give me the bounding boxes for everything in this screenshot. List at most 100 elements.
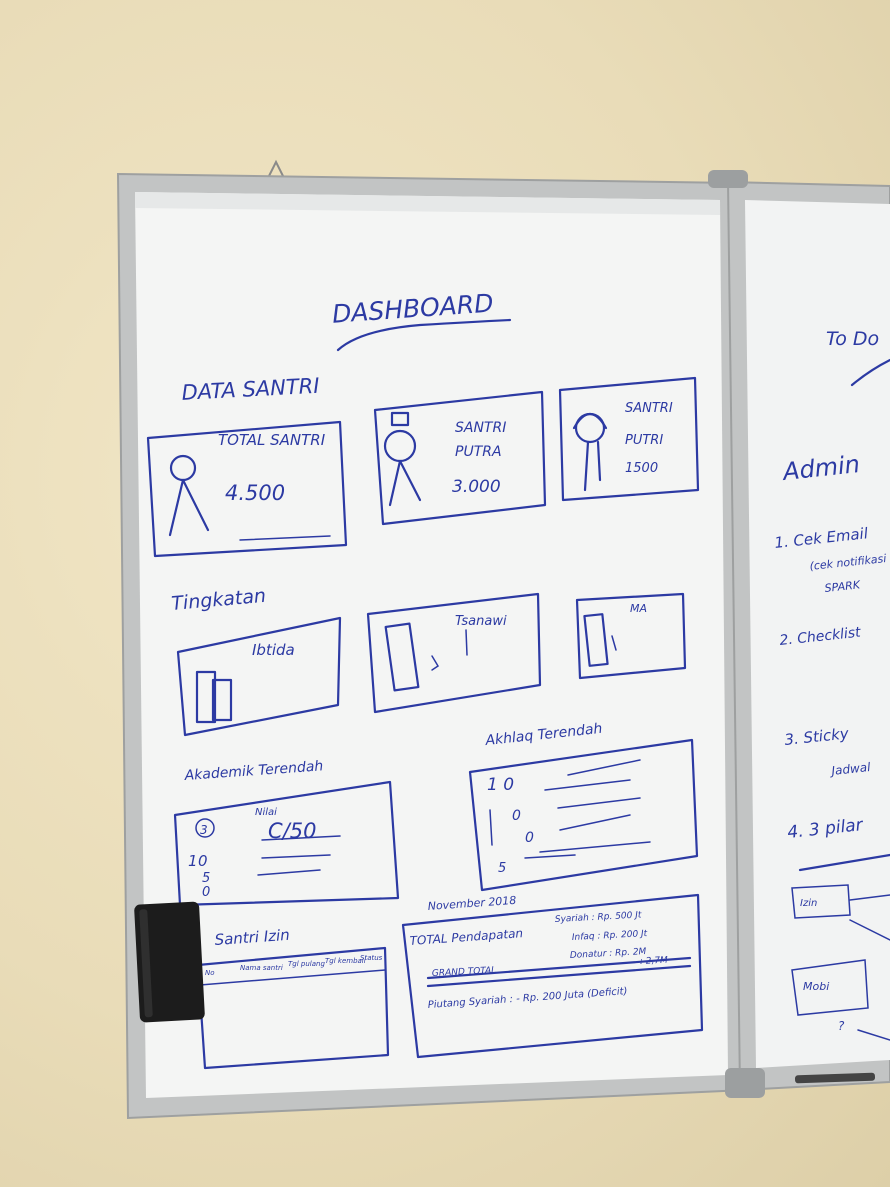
finance-period: November 2018 <box>427 894 516 913</box>
finance-grand-total-value: : 2,7M <box>640 956 669 967</box>
mobi-box-label: Mobi <box>803 980 829 993</box>
finance-card-border <box>401 893 704 1059</box>
akademik-card-border <box>173 780 400 907</box>
izin-box-label: Izin <box>800 898 817 909</box>
ma-door <box>611 635 617 651</box>
santri-izin-table: No Nama santri Tgl pulang Tgl kembali St… <box>196 946 390 1070</box>
santri-putri-card: SANTRI PUTRI 1500 <box>558 376 700 502</box>
marker-pen <box>794 1072 876 1084</box>
finance-divider-1 <box>426 956 692 980</box>
tingkatan-ibtida-card: Ibtida <box>176 616 342 737</box>
akhlaq-rank-1: 1 0 <box>487 775 514 795</box>
board-shadow <box>135 192 720 215</box>
top-hinge <box>708 170 748 188</box>
putra-value: 3.000 <box>452 477 501 497</box>
todo-title: To Do <box>826 328 879 350</box>
finance-divider-2 <box>426 964 692 988</box>
akademik-rank-1: 1 <box>188 852 198 870</box>
akhlaq-line-4 <box>559 814 631 831</box>
izin-box-arrow <box>849 894 890 941</box>
total-santri-value: 4.500 <box>225 481 285 505</box>
akhlaq-rank-4: 5 <box>498 861 506 876</box>
tsanawi-building-icon <box>384 622 420 692</box>
akademik-card: 3 Nilai C/50 1 0 5 0 <box>173 780 400 907</box>
izin-col-kembali: Tgl kembali <box>325 957 366 965</box>
putri-label-2: PUTRI <box>625 433 663 448</box>
putri-icon-body <box>583 440 602 492</box>
total-card-line <box>239 535 331 541</box>
tsanawi-mark <box>465 629 468 656</box>
tingkatan-ma: MA <box>630 602 647 615</box>
izin-col-nama: Nama santri <box>240 964 283 972</box>
akhlaq-line-3 <box>557 797 641 809</box>
izin-col-no: No <box>205 969 215 977</box>
todo-underline <box>850 358 890 387</box>
ibtida-building-icon <box>195 670 217 724</box>
mobi-box: Mobi ? <box>791 959 890 1041</box>
izin-col-status: Status <box>360 954 383 962</box>
title-underline <box>336 318 512 352</box>
akademik-rank-4: 0 <box>202 885 210 900</box>
wall-hook <box>267 159 285 179</box>
akhlaq-card: 1 0 0 0 5 <box>468 738 699 892</box>
tsanawi-door <box>431 655 440 671</box>
right-whiteboard <box>726 180 890 1092</box>
ibtida-building-icon-2 <box>211 678 233 722</box>
ma-card-border <box>575 592 687 680</box>
putri-card-border <box>558 376 700 502</box>
akademik-rank: 3 <box>200 823 208 837</box>
tingkatan-ma-card: MA <box>575 592 687 680</box>
putri-value: 1500 <box>625 461 658 476</box>
akhlaq-rank-2: 0 <box>512 808 521 824</box>
putra-label-1: SANTRI <box>455 420 506 436</box>
bottom-hinge <box>725 1068 765 1098</box>
putra-label-2: PUTRA <box>455 444 502 460</box>
akademik-rank-2: 0 <box>198 852 208 870</box>
putri-label-1: SANTRI <box>625 401 673 416</box>
putra-icon-body <box>388 459 422 507</box>
eraser-highlight <box>139 909 153 1018</box>
right-board-surface <box>745 200 890 1068</box>
tingkatan-ibtida: Ibtida <box>252 641 295 659</box>
todo-item-3-note: Jadwal <box>829 760 872 778</box>
akademik-score-label: Nilai <box>255 807 277 818</box>
eraser-body <box>134 901 205 1023</box>
tsanawi-card-border <box>366 592 542 714</box>
tingkatan-tsanawi-card: Tsanawi <box>366 592 542 714</box>
akhlaq-rank-bar <box>489 809 493 846</box>
izin-table-header-line <box>199 969 386 986</box>
person-icon-body <box>168 478 210 537</box>
mobi-box-border <box>791 959 869 1016</box>
akademik-rank-circle <box>195 818 215 838</box>
izin-box-border <box>791 884 851 919</box>
finance-line-2: Infaq : Rp. 200 Jt <box>572 929 648 943</box>
todo-item-1-note-2: SPARK <box>824 578 861 595</box>
akhlaq-card-border <box>468 738 699 892</box>
tingkatan-tsanawi: Tsanawi <box>455 614 507 629</box>
putra-card-border <box>373 390 547 526</box>
akademik-score-underline <box>261 835 341 841</box>
santri-putra-card: SANTRI PUTRA 3.000 <box>373 390 547 526</box>
akhlaq-line-2 <box>544 779 631 791</box>
akademik-line-2 <box>257 869 321 876</box>
total-card-border <box>146 420 348 558</box>
akhlaq-rank-3: 0 <box>525 830 534 846</box>
santri-izin-heading: Santri Izin <box>214 926 290 949</box>
total-santri-label: TOTAL SANTRI <box>218 431 326 449</box>
izin-table-border <box>196 946 390 1070</box>
todo-item-4-line <box>798 853 890 872</box>
akademik-rank-3: 5 <box>202 871 210 886</box>
akhlaq-line-5 <box>539 841 651 853</box>
ibtida-card-border <box>176 616 342 737</box>
eraser <box>134 901 205 1023</box>
izin-box: Izin <box>791 884 890 941</box>
akhlaq-line-6 <box>524 854 576 859</box>
finance-line-1: Syariah : Rp. 500 Jt <box>555 910 643 925</box>
total-santri-card: TOTAL SANTRI 4.500 <box>146 420 348 558</box>
izin-col-pulang: Tgl pulang <box>288 960 325 968</box>
mobi-box-line <box>857 1029 890 1041</box>
putri-veil <box>572 412 608 430</box>
finance-line-3: Donatur : Rp. 2M <box>570 947 647 961</box>
finance-grand-total-label: GRAND TOTAL <box>432 966 497 979</box>
